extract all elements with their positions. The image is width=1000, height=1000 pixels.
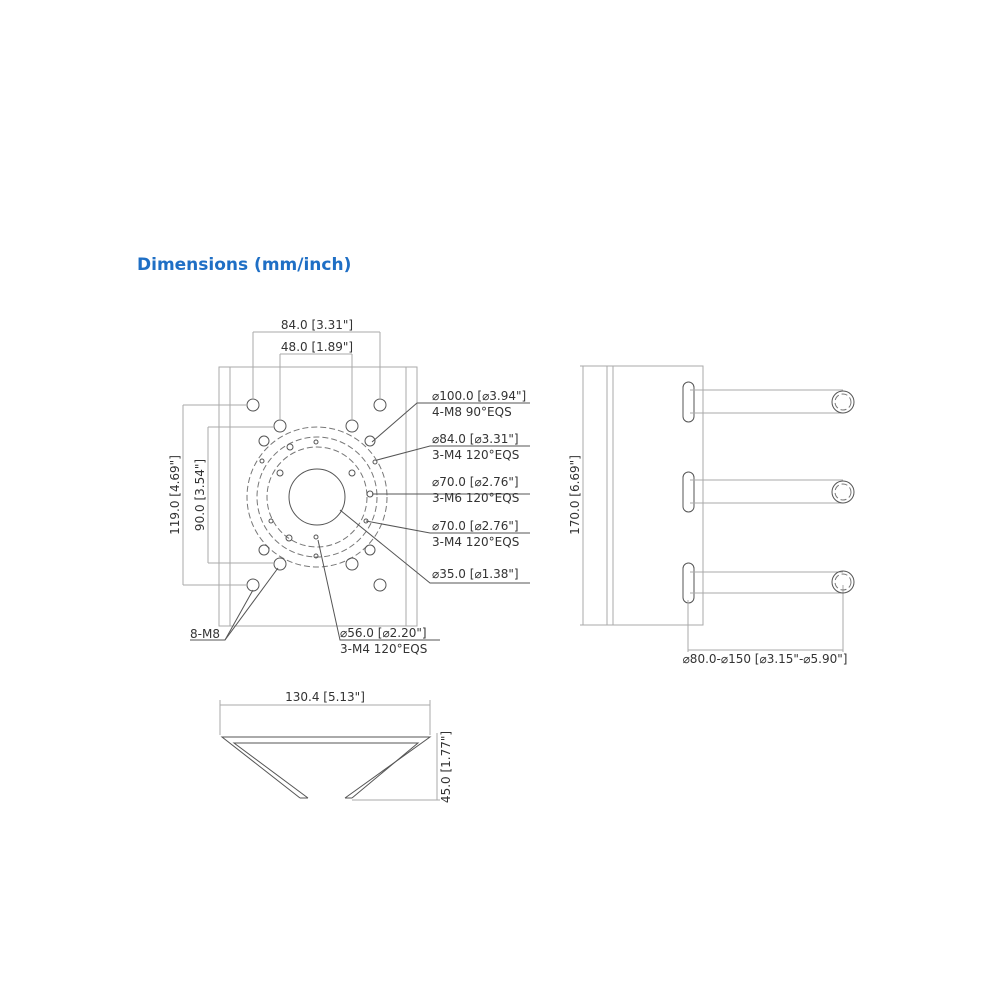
section-title: Dimensions (mm/inch) (137, 255, 352, 275)
dim-left-inner: 90.0 [3.54"] (193, 459, 207, 531)
callout-56-dia: ⌀56.0 [⌀2.20"] (340, 626, 427, 640)
front-view: 84.0 [3.31"] 48.0 [1.89"] 119.0 [4.69"] … (168, 318, 530, 656)
callout-100-dia: ⌀100.0 [⌀3.94"] (432, 389, 526, 403)
callout-100-spec: 4-M8 90°EQS (432, 405, 512, 419)
mount-plate-outline (218, 366, 418, 627)
dim-side-height: 170.0 [6.69"] (568, 455, 582, 535)
callout-35-dia: ⌀35.0 [⌀1.38"] (432, 567, 519, 581)
dim-left-outer: 119.0 [4.69"] (168, 455, 182, 535)
callout-70-m6-dia: ⌀70.0 [⌀2.76"] (432, 475, 519, 489)
pole-circles (831, 390, 855, 594)
dim-bottom-height: 45.0 [1.77"] (439, 731, 453, 803)
callout-70-m6-spec: 3-M6 120°EQS (432, 491, 519, 505)
callout-70-m4-spec: 3-M4 120°EQS (432, 535, 519, 549)
dim-bottom-width: 130.4 [5.13"] (285, 690, 365, 704)
bolt-circle-100 (246, 426, 388, 568)
dim-top-inner: 48.0 [1.89"] (281, 340, 353, 354)
dim-pole-diameter: ⌀80.0-⌀150 [⌀3.15"-⌀5.90"] (683, 652, 848, 666)
bottom-view: 130.4 [5.13"] 45.0 [1.77"] (219, 690, 453, 803)
callout-56-spec: 3-M4 120°EQS (340, 642, 427, 656)
dim-top-outer: 84.0 [3.31"] (281, 318, 353, 332)
callout-84-dia: ⌀84.0 [⌀3.31"] (432, 432, 519, 446)
strap-slots (682, 381, 695, 604)
mounting-holes (246, 398, 387, 592)
callout-84-spec: 3-M4 120°EQS (432, 448, 519, 462)
side-view: 170.0 [6.69"] ⌀80.0-⌀150 [⌀3.15"-⌀5.90"] (568, 365, 855, 666)
label-8-m8: 8-M8 (190, 627, 220, 641)
callout-70-m4-dia: ⌀70.0 [⌀2.76"] (432, 519, 519, 533)
bracket-profile (220, 736, 432, 799)
center-hole (288, 468, 346, 526)
